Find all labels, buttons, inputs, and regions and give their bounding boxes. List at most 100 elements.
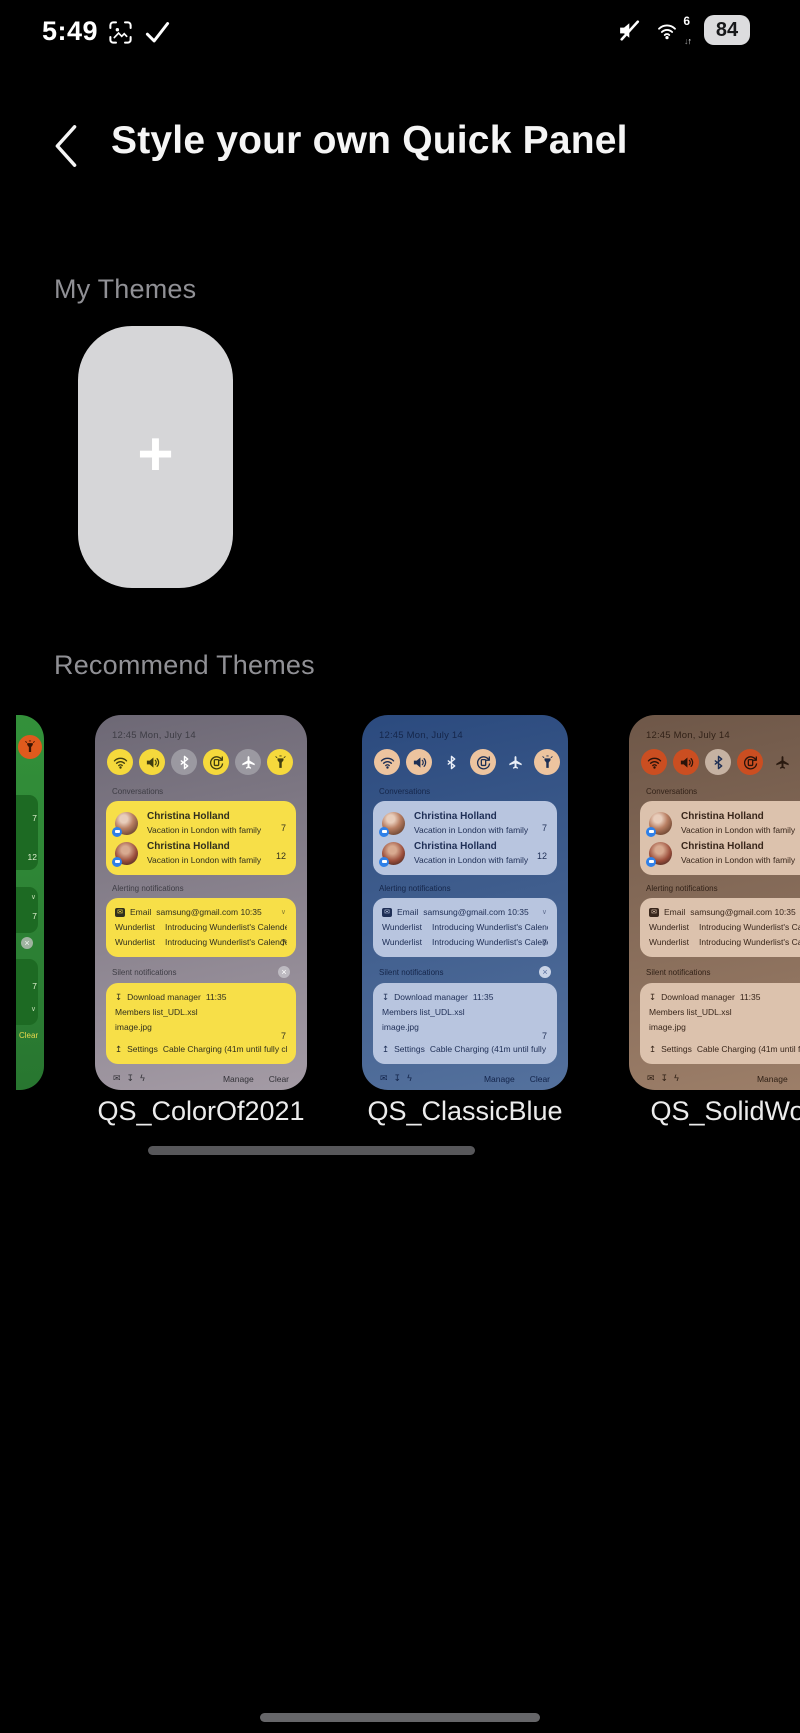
badge-count: 7 [280,938,286,948]
download-icon: ↧ [382,992,390,1002]
airplane-toggle-icon [235,749,261,775]
messenger-badge-icon [379,856,389,867]
theme-name: QS_SolidWoo [650,1096,800,1126]
upload-icon: ↥ [382,1044,390,1054]
chevron-down-icon: ∨ [541,909,547,916]
conversation-row: Christina Holland Vacation in London wit… [379,838,548,868]
download-icon: ↧ [649,992,657,1002]
sender-name: Christina Holland [681,811,764,822]
theme-item-QS_SolidWoo[interactable]: 12:45 Mon, July 14 Conversations Christi… [629,715,800,1127]
conversation-row: Christina Holland Vacation in London wit… [112,808,287,838]
avatar [379,811,405,837]
avatar [112,841,138,867]
footer-shortcut-icons: ✉ ↧ ϟ [647,1073,679,1084]
app-name: Wunderlist [382,937,422,947]
add-theme-button[interactable]: + [78,326,233,588]
theme-name: QS_ColorOf2021 [97,1096,305,1126]
status-bar: 5:49 6 ↓↑ 84 [0,0,800,60]
app-name: Download manager [661,992,735,1002]
notification-text: Cable Charging (41m until fully charged) [162,1044,287,1054]
alerting-label: Alerting notifications [379,884,451,893]
conversation-row: Christina Holland Vacation in London wit… [646,838,800,868]
battery-indicator: 84 [704,15,750,45]
theme-card-green-partial[interactable]: 7 12 ∨ 7 × 7 ∨ Clear [16,715,44,1090]
theme-item-QS_ClassicBlue[interactable]: 12:45 Mon, July 14 Conversations Christi… [362,715,568,1127]
volume-toggle-icon [673,749,699,775]
chevron-down-icon: ∨ [280,909,286,916]
flash-icon: ϟ [407,1073,412,1083]
app-name: Email [664,907,686,917]
manage-button: Manage [483,1073,515,1084]
bluetooth-toggle-icon [171,749,197,775]
status-icons: 6 ↓↑ 84 [617,14,750,46]
close-icon: × [278,966,290,978]
bluetooth-toggle-icon [438,749,464,775]
badge-count: 7 [32,981,37,991]
quick-panel-preview: 12:45 Mon, July 14 Conversations Christi… [629,715,800,1090]
sender-name: Christina Holland [681,841,764,852]
badge-count: 7 [541,938,547,948]
wifi-toggle-icon [641,749,667,775]
notification-text: 11:35 [739,992,761,1002]
notification-text: Cable Charging (41m until fully charged) [696,1044,800,1054]
notification-text: Introducing Wunderlist's Calender... [432,922,548,932]
silent-label: Silent notifications × [112,966,290,978]
sender-name: Christina Holland [414,841,497,852]
chevron-down-icon: ∨ [30,1006,36,1013]
quick-toggles-row [641,749,800,775]
badge-count: 7 [280,823,286,833]
app-name: Wunderlist [382,922,422,932]
download-icon: ↧ [126,1073,135,1083]
messenger-badge-icon [112,856,122,867]
panel-footer: ✉ ↧ ϟ Manage Clear [380,1073,550,1084]
my-themes-heading: My Themes [54,274,197,304]
flashlight-toggle-icon [18,735,42,759]
theme-carousel[interactable]: 7 12 ∨ 7 × 7 ∨ Clear 12:45 Mon, July 14 … [0,715,800,1140]
notification-text: samsung@gmail.com 10:35 [690,907,796,917]
badge-count: 7 [541,1031,547,1041]
preview-clock: 12:45 Mon, July 14 [379,730,463,741]
gesture-bar[interactable] [260,1713,540,1722]
clock: 5:49 [42,16,99,46]
rotate-toggle-icon [470,749,496,775]
notification-text: image.jpg [115,1022,152,1032]
manage-button: Manage [756,1073,788,1084]
alerting-label: Alerting notifications [646,884,718,893]
notification-text: Introducing Wunderlist's Calender... [699,922,800,932]
notification-fragment [16,959,38,1025]
quick-panel-preview: 12:45 Mon, July 14 Conversations Christi… [362,715,568,1090]
app-name: Settings [661,1044,692,1054]
back-button[interactable] [50,123,80,169]
notification-text: Cable Charging (41m until fully charged) [429,1044,548,1054]
messenger-badge-icon [646,856,656,867]
notification-text: Members list_UDL.xsl [115,1007,198,1017]
mail-icon: ✉ [380,1073,388,1083]
flashlight-toggle-icon [267,749,293,775]
badge-count: 7 [32,911,37,921]
preview-clock: 12:45 Mon, July 14 [646,730,730,741]
conversation-row: Christina Holland Vacation in London wit… [646,808,800,838]
app-name: Settings [127,1044,158,1054]
messenger-badge-icon [112,826,122,837]
wifi-status-icon: 6 ↓↑ [655,14,692,46]
mail-icon: ✉ [649,908,659,917]
quick-toggles-row [374,749,560,775]
notification-text: Introducing Wunderlist's Calender... [165,922,287,932]
bluetooth-toggle-icon [705,749,731,775]
sender-name: Christina Holland [147,841,230,852]
conversation-row: Christina Holland Vacation in London wit… [379,808,548,838]
panel-footer: ✉ ↧ ϟ Manage Clear [647,1073,800,1084]
sender-name: Christina Holland [147,811,230,822]
message-preview: Vacation in London with family [147,855,262,865]
conversations-group: Christina Holland Vacation in London wit… [106,801,296,875]
quick-toggles-row [107,749,295,775]
badge-count: 12 [27,852,37,862]
upload-icon: ↥ [115,1044,123,1054]
mail-icon: ✉ [382,908,392,917]
carousel-scrollbar[interactable] [148,1146,475,1155]
wifi-toggle-icon [374,749,400,775]
theme-item-QS_ColorOf2021[interactable]: 12:45 Mon, July 14 Conversations Christi… [95,715,307,1127]
message-preview: Vacation in London with family [681,855,796,865]
close-icon: × [21,937,33,949]
